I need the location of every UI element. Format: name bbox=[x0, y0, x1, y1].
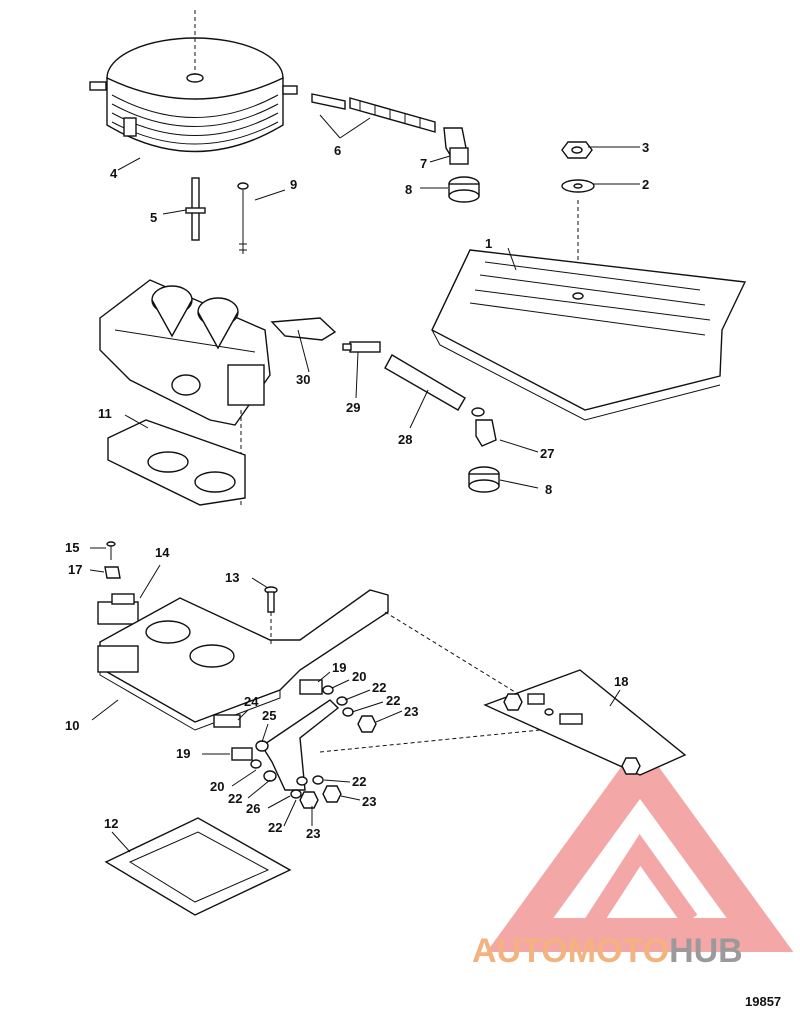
breather-hose bbox=[311, 93, 436, 133]
elbow-27 bbox=[471, 407, 497, 447]
callout-22-e: 22 bbox=[352, 774, 366, 789]
callout-22-d: 22 bbox=[268, 820, 282, 835]
callout-23-a: 23 bbox=[404, 704, 418, 719]
callout-27: 27 bbox=[540, 446, 554, 461]
washer-2 bbox=[561, 179, 595, 193]
callout-5: 5 bbox=[150, 210, 157, 225]
grommet-lower bbox=[468, 466, 500, 493]
air-cleaner-assembly bbox=[89, 10, 298, 153]
gasket-11 bbox=[107, 419, 246, 506]
callout-23-c: 23 bbox=[362, 794, 376, 809]
cover-1 bbox=[431, 249, 747, 421]
callout-10: 10 bbox=[65, 718, 79, 733]
callout-19-upper: 19 bbox=[332, 660, 346, 675]
elbow-fitting bbox=[443, 127, 469, 165]
hose-28 bbox=[384, 354, 466, 411]
callout-18: 18 bbox=[614, 674, 628, 689]
stud-5 bbox=[185, 177, 206, 241]
callout-8-lower: 8 bbox=[545, 482, 552, 497]
hose-30 bbox=[270, 317, 337, 341]
linkage-assembly bbox=[213, 679, 377, 809]
leader-lines bbox=[89, 114, 640, 853]
callout-3: 3 bbox=[642, 140, 649, 155]
callout-15: 15 bbox=[65, 540, 79, 555]
callout-30: 30 bbox=[296, 372, 310, 387]
callout-6: 6 bbox=[334, 143, 341, 158]
callout-22-c: 22 bbox=[228, 791, 242, 806]
callout-20-upper: 20 bbox=[352, 669, 366, 684]
sensor-14 bbox=[97, 593, 139, 625]
adapter-plate-10 bbox=[97, 589, 389, 731]
callout-22-a: 22 bbox=[372, 680, 386, 695]
callout-labels: 1 2 3 4 5 6 7 8 9 11 30 29 28 27 8 15 17… bbox=[65, 140, 649, 841]
clip-17 bbox=[104, 566, 121, 579]
kit-18 bbox=[483, 669, 687, 776]
callout-12: 12 bbox=[104, 816, 118, 831]
fitting-29 bbox=[342, 341, 381, 353]
grommet-upper bbox=[448, 176, 480, 203]
callout-25: 25 bbox=[262, 708, 276, 723]
callout-14: 14 bbox=[155, 545, 170, 560]
gasket-12 bbox=[104, 817, 292, 916]
svg-text:AUTOMOTOHUB: AUTOMOTOHUB bbox=[472, 932, 743, 970]
figure-reference-number: 19857 bbox=[745, 994, 781, 1009]
screw-9 bbox=[237, 182, 249, 254]
callout-17: 17 bbox=[68, 562, 82, 577]
throttle-body bbox=[99, 279, 271, 505]
callout-9: 9 bbox=[290, 177, 297, 192]
callout-20-lower: 20 bbox=[210, 779, 224, 794]
callout-26: 26 bbox=[246, 801, 260, 816]
watermark-text-part2: HUB bbox=[669, 932, 743, 970]
watermark-logo bbox=[486, 741, 794, 952]
callout-11: 11 bbox=[98, 406, 112, 421]
callout-19-lower: 19 bbox=[176, 746, 190, 761]
callout-28: 28 bbox=[398, 432, 412, 447]
callout-29: 29 bbox=[346, 400, 360, 415]
watermark-wordmark: AUTOMOTOHUB bbox=[472, 932, 743, 970]
callout-13: 13 bbox=[225, 570, 239, 585]
bolt-13 bbox=[264, 586, 278, 613]
callout-8-upper: 8 bbox=[405, 182, 412, 197]
callout-24: 24 bbox=[244, 694, 259, 709]
callout-2: 2 bbox=[642, 177, 649, 192]
callout-22-b: 22 bbox=[386, 693, 400, 708]
screw-15 bbox=[106, 541, 116, 560]
nut-3 bbox=[561, 141, 593, 159]
callout-23-b: 23 bbox=[306, 826, 320, 841]
callout-7: 7 bbox=[420, 156, 427, 171]
callout-4: 4 bbox=[110, 166, 118, 181]
callout-1: 1 bbox=[485, 236, 492, 251]
watermark-text-part1: AUTOMOTO bbox=[472, 932, 669, 970]
